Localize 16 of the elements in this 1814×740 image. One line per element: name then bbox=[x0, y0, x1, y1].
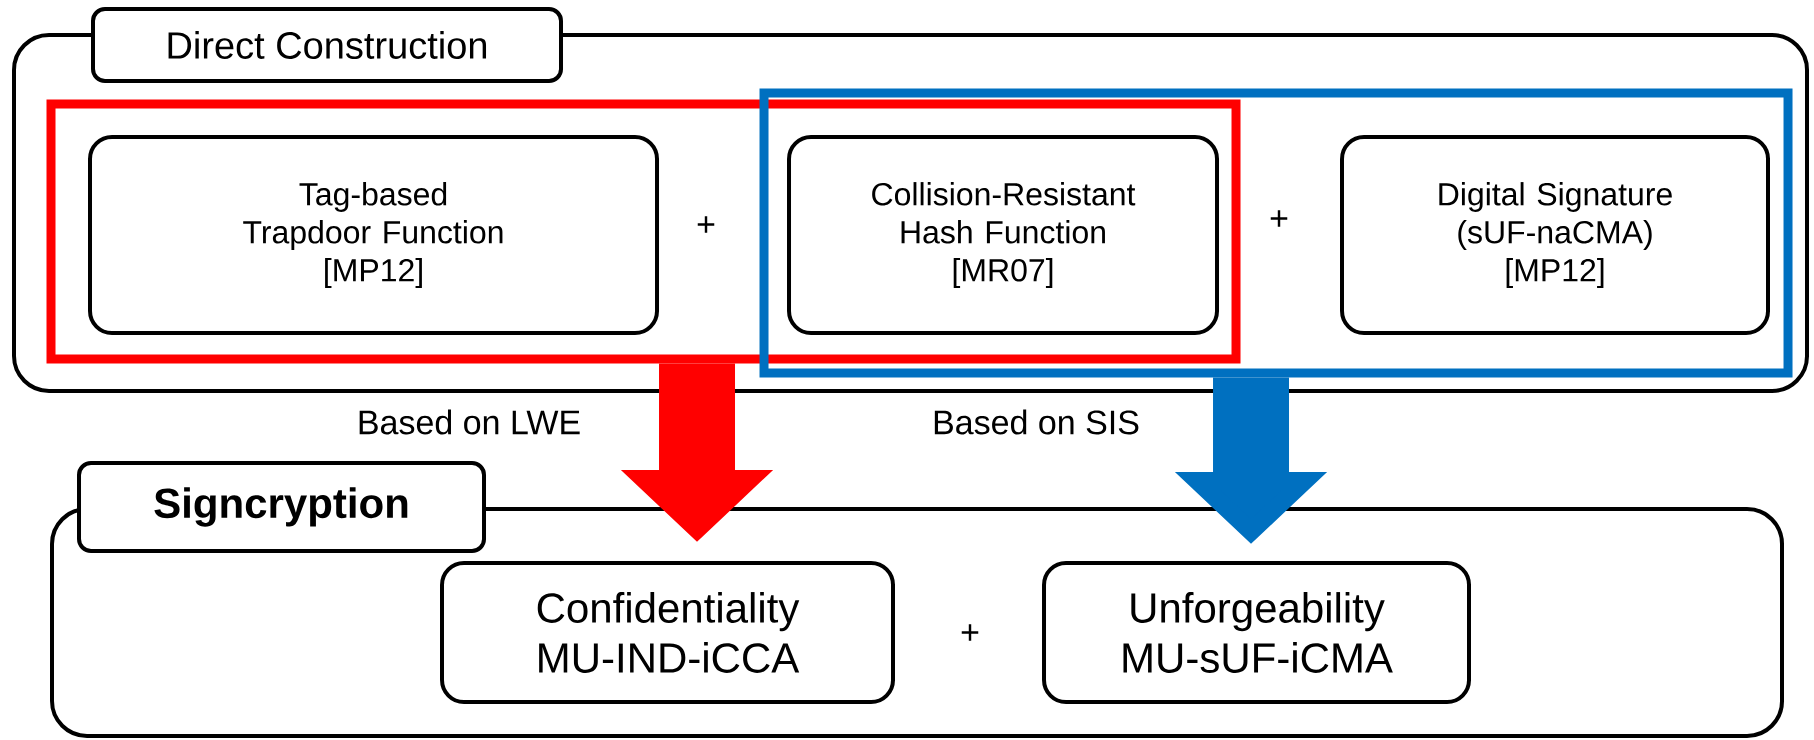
concept-box: Confidentiality MU-IND-iCCA bbox=[440, 561, 895, 704]
concept-box: Unforgeability MU-sUF-iCMA bbox=[1042, 561, 1471, 704]
group-frame bbox=[759, 88, 1793, 378]
title-tab: Signcryption bbox=[77, 461, 486, 553]
concept-box: Digital Signature (sUF-naCMA) [MP12] bbox=[1340, 135, 1770, 335]
edge-label: Based on LWE bbox=[354, 407, 584, 437]
group-frame bbox=[46, 99, 1241, 364]
group-box bbox=[50, 461, 1784, 738]
group-box bbox=[12, 7, 1809, 393]
plus-sign: + bbox=[961, 624, 979, 641]
edge-label: Based on SIS bbox=[930, 407, 1142, 437]
title-tab: Direct Construction bbox=[91, 7, 563, 83]
concept-box: Collision-Resistant Hash Function [MR07] bbox=[787, 135, 1219, 335]
plus-sign: + bbox=[1270, 210, 1288, 227]
concept-box: Tag-based Trapdoor Function [MP12] bbox=[88, 135, 659, 335]
plus-sign: + bbox=[697, 216, 715, 233]
